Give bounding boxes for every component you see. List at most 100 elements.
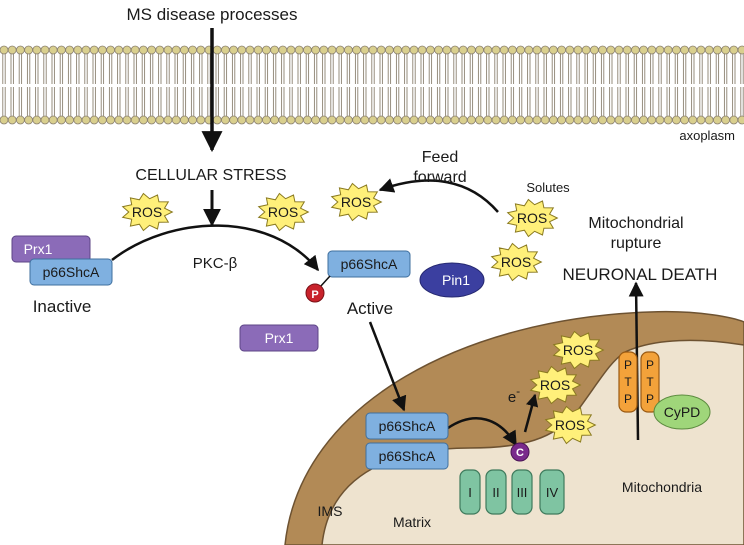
lipid-head — [343, 115, 353, 125]
prx1-free: Prx1 — [239, 324, 319, 352]
lipid-head — [721, 45, 730, 55]
lipid-head — [89, 115, 99, 125]
ros-burst: ROS — [490, 242, 543, 282]
lipid-head — [261, 115, 271, 125]
ptp-shape — [618, 351, 638, 413]
lipid-head — [24, 115, 34, 125]
ptp-channel: PTP — [640, 351, 660, 413]
lipid-head — [557, 45, 566, 55]
lipid-head — [573, 45, 583, 55]
lipid-head — [294, 45, 304, 55]
label-matrix: Matrix — [393, 514, 431, 530]
lipid-head — [155, 115, 165, 125]
lipid-head — [409, 115, 419, 125]
ros-star-shape — [121, 192, 174, 232]
lipid-head — [483, 115, 493, 125]
lipid-head — [245, 115, 255, 125]
ros-star-shape — [506, 198, 559, 238]
lipid-head — [631, 45, 640, 55]
cypd-label: CyPD — [664, 404, 701, 420]
lipid-head — [680, 45, 689, 55]
lipid-head — [450, 45, 460, 55]
lipid-head — [647, 115, 657, 125]
lipid-head — [491, 45, 501, 55]
lipid-head — [606, 45, 616, 55]
lipid-head — [540, 115, 550, 125]
lipid-head — [286, 115, 296, 125]
lipid-head — [188, 45, 198, 55]
ptp-letter: T — [646, 375, 654, 389]
ros-star-shape — [490, 242, 543, 282]
lipid-head — [401, 45, 411, 55]
label-electron-superscript: - — [516, 384, 520, 398]
lipid-head — [508, 45, 517, 55]
complex-4-shape — [539, 469, 565, 515]
lipid-head — [57, 115, 66, 125]
lipid-head — [7, 115, 17, 125]
cytc-label: C — [516, 447, 524, 459]
complex-2-shape — [485, 469, 507, 515]
lipid-head — [106, 45, 115, 55]
lipid-head — [590, 115, 599, 125]
lipid-head — [65, 45, 74, 55]
lipid-head — [237, 115, 247, 125]
lipid-head — [647, 45, 657, 55]
lipid-head — [557, 115, 566, 125]
lipid-head — [483, 45, 493, 55]
label-mitochondria: Mitochondria — [622, 479, 702, 495]
cytc-circle — [510, 442, 530, 462]
lipid-head — [220, 115, 230, 125]
lipid-head — [417, 45, 427, 55]
lipid-head — [360, 115, 370, 125]
label-ms-disease: MS disease processes — [126, 5, 297, 24]
lipid-head — [663, 115, 673, 125]
lipid-head — [155, 45, 165, 55]
lipid-head — [188, 115, 198, 125]
lipid-head — [229, 45, 239, 55]
lipid-head — [261, 45, 271, 55]
lipid-head — [466, 45, 476, 55]
label-active: Active — [347, 299, 393, 318]
complex-2-label: II — [492, 485, 499, 500]
ptp-letter: P — [624, 358, 632, 372]
complex-3-shape — [511, 469, 533, 515]
lipid-head — [163, 45, 173, 55]
ros-star-shape — [529, 365, 582, 405]
lipid-head — [450, 115, 460, 125]
arrow-electron — [523, 393, 539, 433]
lipid-head — [631, 115, 640, 125]
ptp-letter: P — [624, 392, 632, 406]
lipid-head — [549, 45, 558, 55]
label-ims: IMS — [318, 503, 343, 519]
lipid-head — [40, 115, 50, 125]
cypd: CyPD — [653, 394, 711, 430]
lipid-head — [368, 45, 378, 55]
lipid-head — [475, 115, 485, 125]
lipid-head — [368, 115, 378, 125]
prx1-label-free: Prx1 — [265, 330, 294, 346]
lipid-head — [245, 45, 255, 55]
lipid-head — [425, 45, 435, 55]
lipid-head — [32, 45, 42, 55]
lipid-head — [196, 45, 206, 55]
lipid-head — [458, 115, 468, 125]
lipid-head — [696, 115, 706, 125]
lipid-head — [524, 115, 534, 125]
lipid-head — [466, 115, 476, 125]
lipid-head — [196, 115, 206, 125]
lipid-head — [565, 45, 575, 55]
label-forward: forward — [413, 169, 466, 186]
phospho-circle — [305, 283, 325, 303]
ros-label: ROS — [563, 342, 593, 358]
lipid-head — [516, 115, 525, 125]
lipid-head — [15, 45, 25, 55]
lipid-head — [614, 45, 624, 55]
lipid-head — [532, 45, 542, 55]
lipid-head — [663, 45, 673, 55]
prx1-label-inactive: Prx1 — [24, 241, 53, 257]
lipid-head — [98, 115, 107, 125]
lipid-head — [48, 115, 58, 125]
lipid-head — [138, 45, 148, 55]
